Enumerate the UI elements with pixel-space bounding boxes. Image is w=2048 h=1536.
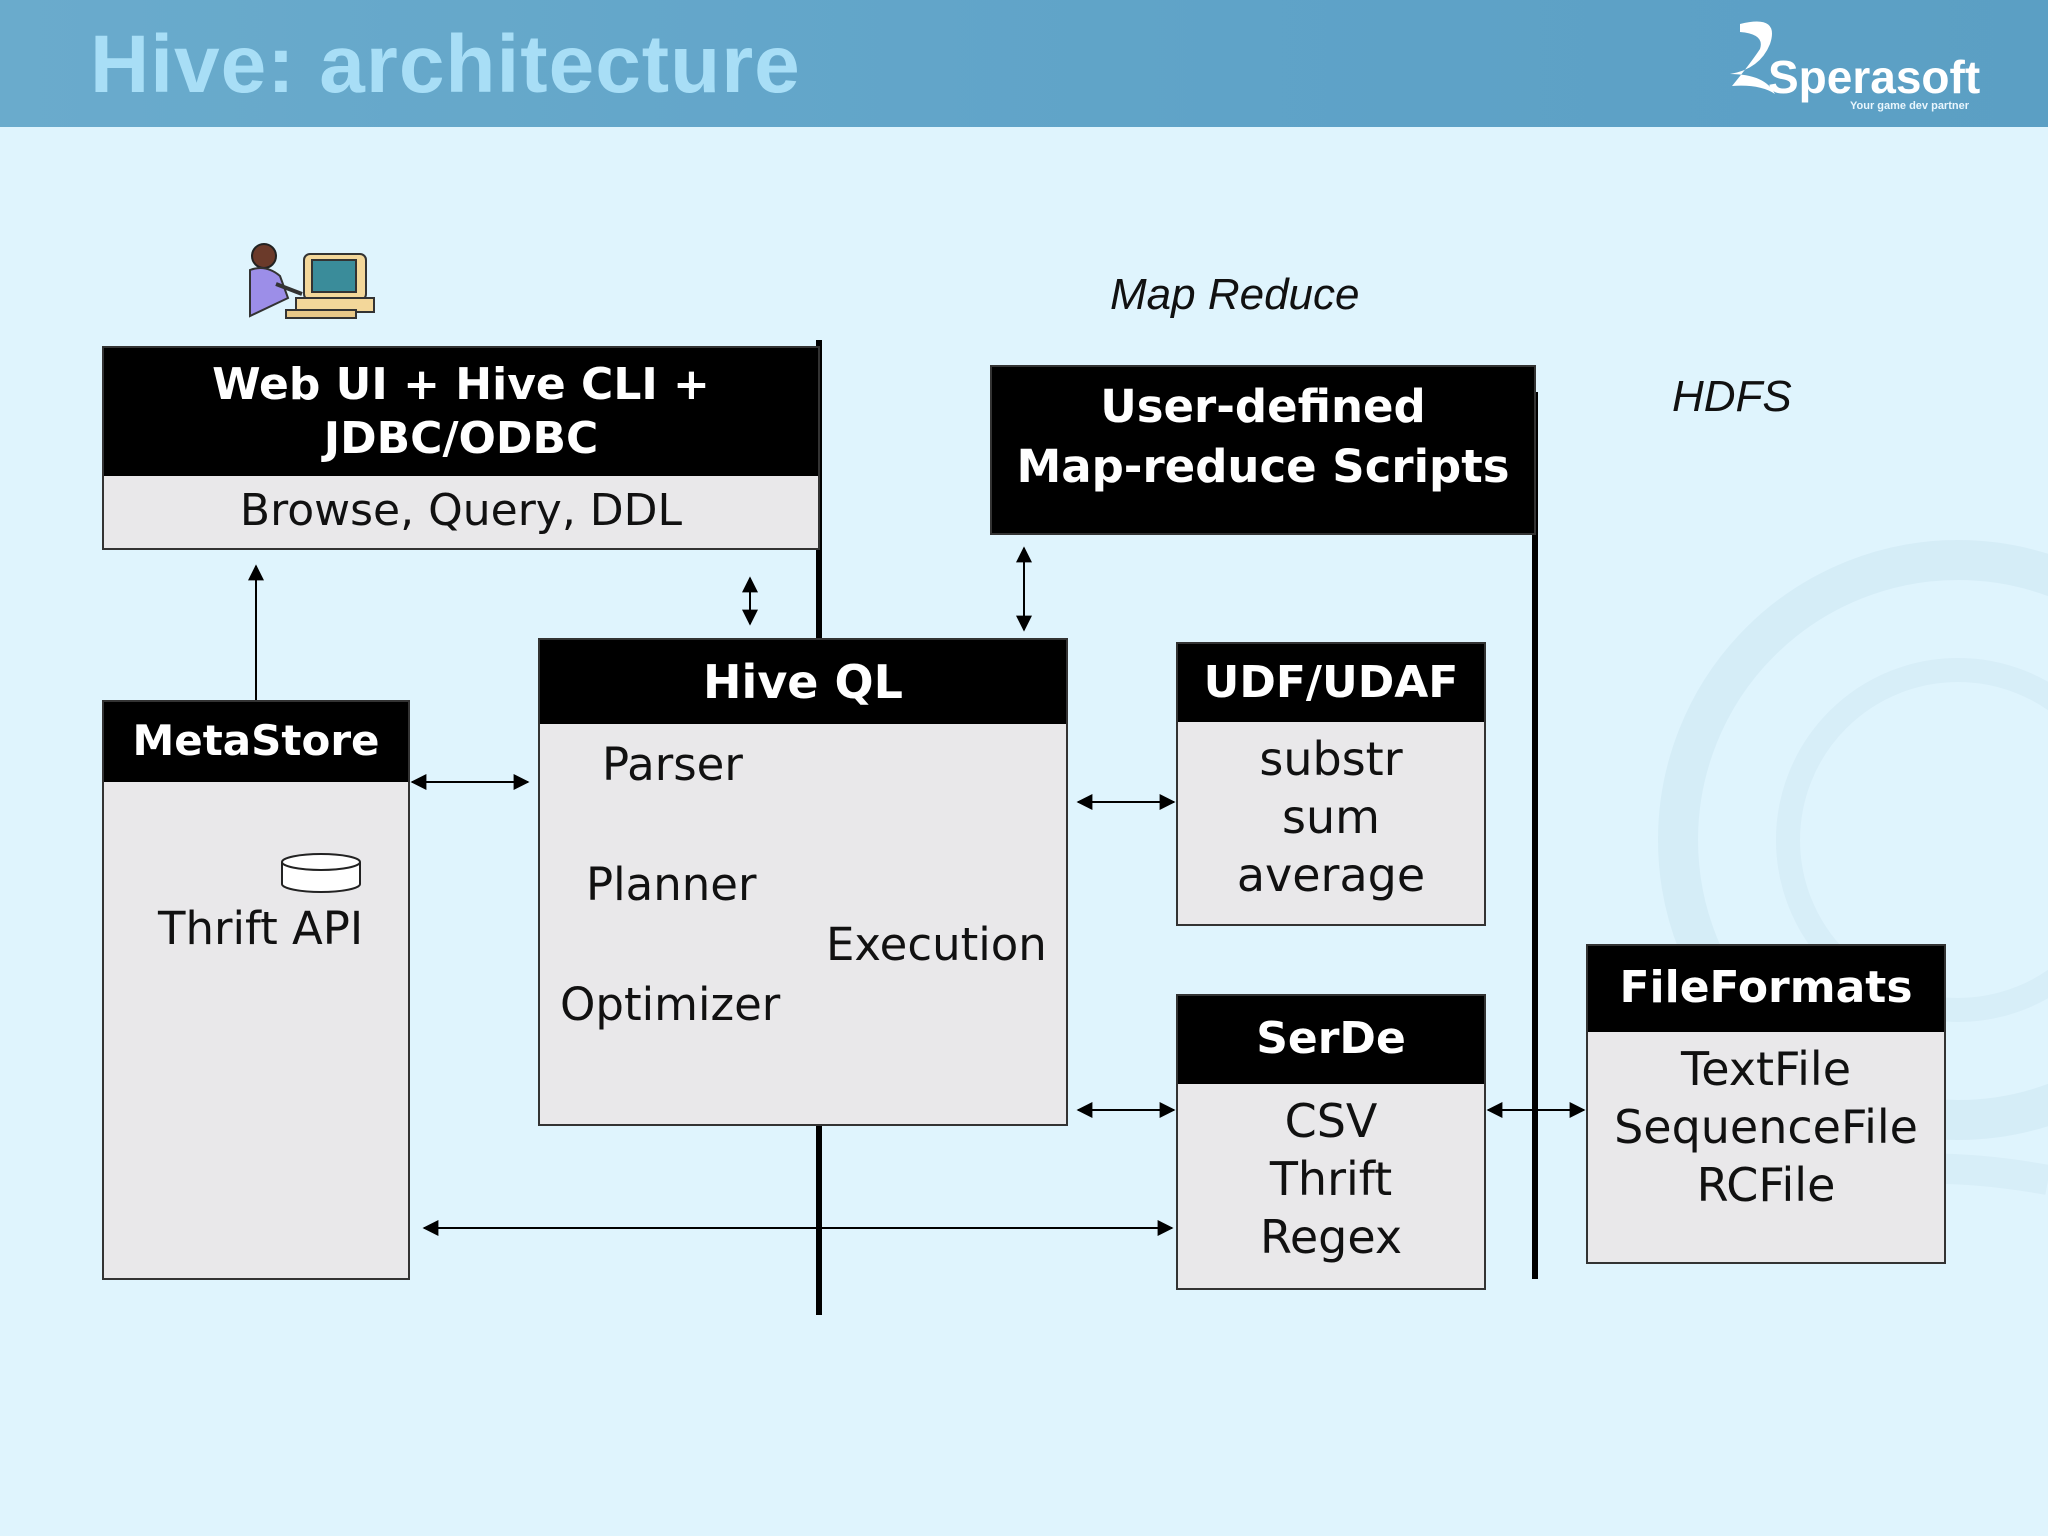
hiveql-header: Hive QL: [540, 640, 1066, 724]
udf-items: substr sum average: [1178, 722, 1484, 904]
udf-box: UDF/UDAF substr sum average: [1176, 642, 1486, 926]
udf-item: sum: [1282, 790, 1380, 844]
metastore-header: MetaStore: [104, 702, 408, 782]
brand-name: Sperasoft: [1768, 51, 1981, 103]
fileformats-item: RCFile: [1696, 1158, 1836, 1212]
execution-label: Execution: [826, 918, 1047, 971]
serde-box: SerDe CSV Thrift Regex: [1176, 994, 1486, 1290]
serde-item: CSV: [1284, 1094, 1378, 1148]
web-ui-header-line2: JDBC/ODBC: [323, 413, 599, 464]
fileformats-item: TextFile: [1680, 1042, 1851, 1096]
parser-label: Parser: [602, 738, 743, 791]
user-scripts-box: User-defined Map-reduce Scripts: [990, 365, 1536, 535]
slide-header: Hive: architecture Sperasoft Your game d…: [0, 0, 2048, 127]
database-icon: [281, 853, 361, 893]
hdfs-label: HDFS: [1672, 372, 1792, 421]
planner-label: Planner: [586, 858, 757, 911]
fileformats-box: FileFormats TextFile SequenceFile RCFile: [1586, 944, 1946, 1264]
serde-item: Regex: [1259, 1210, 1403, 1264]
serde-header: SerDe: [1178, 996, 1484, 1084]
fileformats-header: FileFormats: [1588, 946, 1944, 1032]
brand-logo: Sperasoft Your game dev partner: [1720, 10, 2020, 120]
user-scripts-header: User-defined Map-reduce Scripts: [992, 367, 1534, 497]
udf-header: UDF/UDAF: [1178, 644, 1484, 722]
brand-tagline: Your game dev partner: [1850, 100, 1969, 112]
serde-item: Thrift: [1269, 1152, 1393, 1206]
web-ui-header-line1: Web UI + Hive CLI +: [212, 359, 710, 410]
thrift-api-label: Thrift API: [158, 902, 364, 955]
serde-items: CSV Thrift Regex: [1178, 1084, 1484, 1266]
hiveql-box: Hive QL Parser Planner Execution Optimiz…: [538, 638, 1068, 1126]
brand-swirl-icon: [1730, 21, 1775, 94]
user-scripts-header-line1: User-defined: [1100, 380, 1426, 433]
optimizer-label: Optimizer: [560, 978, 781, 1031]
udf-item: average: [1236, 848, 1426, 902]
fileformats-items: TextFile SequenceFile RCFile: [1588, 1032, 1944, 1214]
user-at-computer-icon: [249, 243, 375, 319]
slide-title: Hive: architecture: [90, 19, 801, 110]
map-reduce-label: Map Reduce: [1110, 270, 1360, 319]
web-ui-box: Web UI + Hive CLI + JDBC/ODBC Browse, Qu…: [102, 346, 820, 550]
user-scripts-header-line2: Map-reduce Scripts: [1016, 440, 1510, 493]
web-ui-body: Browse, Query, DDL: [239, 485, 683, 536]
metastore-box: MetaStore Thrift API: [102, 700, 410, 1280]
web-ui-header: Web UI + Hive CLI + JDBC/ODBC: [104, 348, 818, 476]
udf-item: substr: [1259, 732, 1403, 786]
hdfs-boundary-line: [1532, 392, 1538, 1279]
fileformats-item: SequenceFile: [1614, 1100, 1918, 1154]
